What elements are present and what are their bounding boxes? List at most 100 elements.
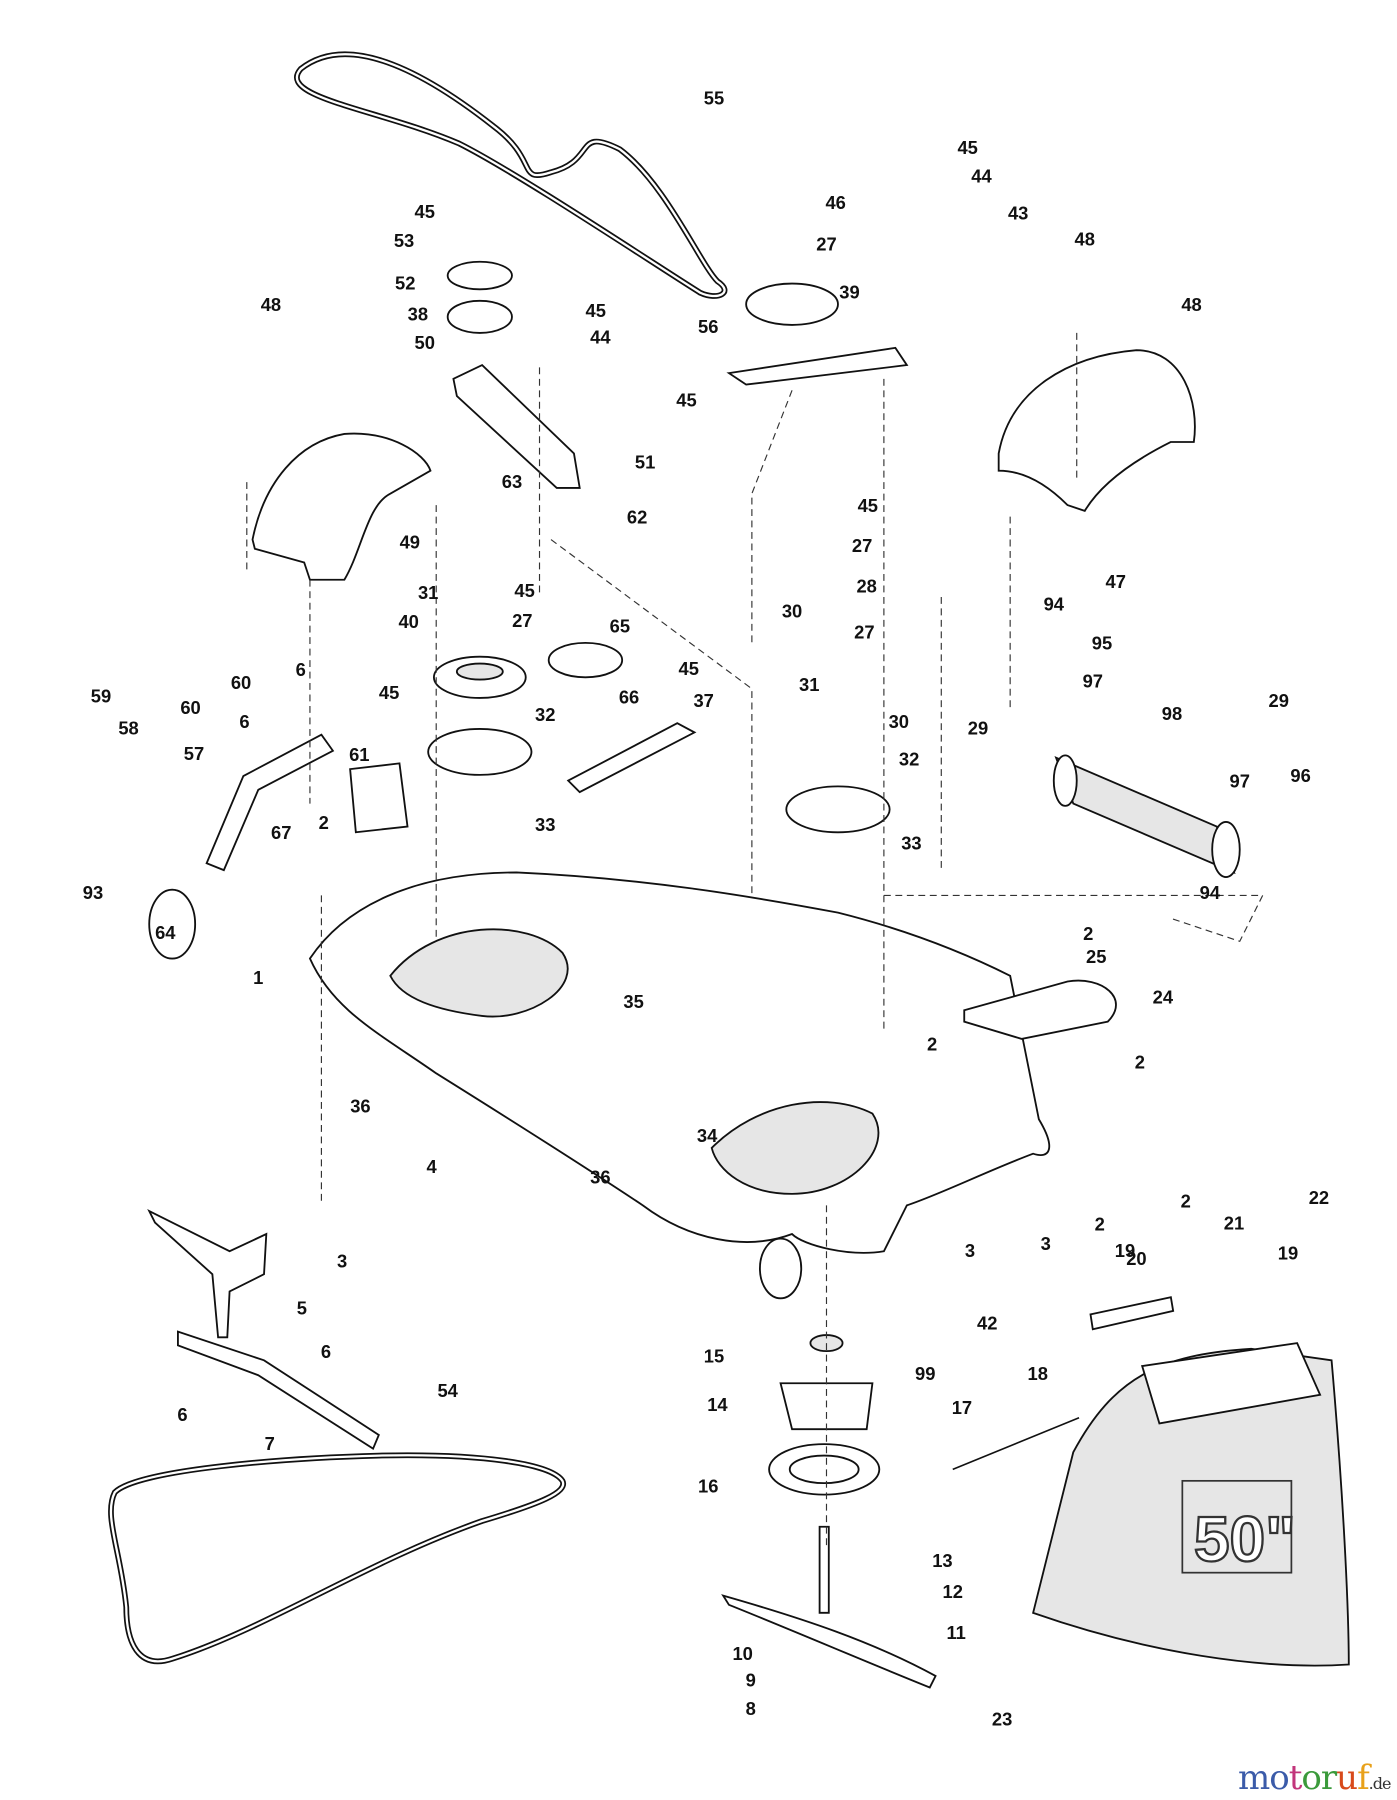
callout-35: 35 [623, 991, 643, 1012]
callout-37: 37 [693, 690, 713, 711]
mower-deck-1 [308, 871, 1051, 1254]
callout-93: 93 [83, 882, 103, 903]
idler-bracket-50 [452, 363, 581, 489]
assembly-guides [246, 332, 1264, 1550]
callout-1: 1 [253, 967, 263, 988]
callout-27: 27 [512, 610, 532, 631]
callout-22: 22 [1309, 1187, 1329, 1208]
callout-2: 2 [319, 812, 329, 833]
callout-4: 4 [427, 1156, 438, 1177]
callout-21: 21 [1224, 1212, 1244, 1233]
bracket-61 [349, 762, 409, 834]
callout-98: 98 [1162, 703, 1182, 724]
callout-39: 39 [839, 281, 859, 302]
callout-3: 3 [337, 1250, 347, 1271]
rod-17 [952, 1416, 1080, 1471]
callout-2: 2 [1181, 1191, 1191, 1212]
callout-17: 17 [952, 1397, 972, 1418]
callout-58: 58 [118, 718, 138, 739]
callout-52: 52 [395, 272, 415, 293]
callout-45: 45 [514, 580, 534, 601]
callout-45: 45 [415, 201, 435, 222]
callout-27: 27 [816, 233, 836, 254]
spindle-assembly [721, 1334, 937, 1689]
grass-chute-23: 50" [1032, 1342, 1350, 1667]
callout-65: 65 [610, 616, 630, 637]
arm-7 [177, 1330, 380, 1451]
callout-12: 12 [943, 1581, 963, 1602]
callout-25: 25 [1086, 946, 1106, 967]
callout-7: 7 [265, 1433, 275, 1454]
callout-19: 19 [1115, 1240, 1135, 1261]
callout-19: 19 [1278, 1242, 1298, 1263]
callout-33: 33 [535, 814, 555, 835]
idler-arm-43 [726, 346, 909, 386]
callout-32: 32 [899, 749, 919, 770]
idler-arm-37 [566, 722, 697, 794]
callout-62: 62 [627, 506, 647, 527]
callout-44: 44 [590, 326, 611, 347]
callout-50: 50 [415, 332, 435, 353]
motoruf-watermark-logo: motoruf.de [1238, 1758, 1392, 1798]
callout-55: 55 [704, 88, 724, 109]
callout-27: 27 [852, 535, 872, 556]
callout-57: 57 [184, 743, 204, 764]
callout-31: 31 [799, 674, 819, 695]
callout-2: 2 [1083, 923, 1093, 944]
bracket-5 [147, 1209, 268, 1339]
callout-45: 45 [858, 495, 878, 516]
callout-95: 95 [1092, 633, 1112, 654]
callout-13: 13 [932, 1550, 952, 1571]
callout-10: 10 [732, 1643, 752, 1664]
baffle-24 [963, 979, 1117, 1040]
callout-8: 8 [746, 1698, 756, 1719]
callout-59: 59 [91, 686, 111, 707]
belt-cover-left [251, 432, 432, 581]
callout-38: 38 [408, 303, 428, 324]
callout-49: 49 [400, 532, 420, 553]
callout-11: 11 [946, 1622, 965, 1643]
callout-44: 44 [971, 166, 992, 187]
callout-94: 94 [1200, 882, 1221, 903]
callout-40: 40 [398, 611, 418, 632]
callout-29: 29 [968, 718, 988, 739]
callout-97: 97 [1083, 671, 1103, 692]
callout-48: 48 [1075, 229, 1095, 250]
callout-45: 45 [679, 658, 699, 679]
callout-3: 3 [1041, 1233, 1051, 1254]
chute-size-label: 50" [1194, 1503, 1296, 1575]
deck-roller-98 [1052, 754, 1241, 878]
callout-66: 66 [619, 687, 639, 708]
callout-6: 6 [239, 711, 249, 732]
callout-6: 6 [321, 1341, 331, 1362]
callout-6: 6 [296, 659, 306, 680]
callout-2: 2 [1135, 1052, 1145, 1073]
callout-46: 46 [825, 192, 845, 213]
callout-36: 36 [350, 1095, 370, 1116]
spring-20 [1089, 1296, 1175, 1331]
callout-60: 60 [231, 672, 251, 693]
callout-45: 45 [676, 389, 696, 410]
callout-48: 48 [261, 294, 281, 315]
callout-48: 48 [1181, 294, 1201, 315]
callout-28: 28 [856, 575, 876, 596]
callout-45: 45 [586, 300, 606, 321]
gauge-wheel [758, 1237, 803, 1300]
callout-9: 9 [746, 1669, 756, 1690]
watermark-tld: .de [1368, 1774, 1392, 1793]
callout-5: 5 [297, 1297, 307, 1318]
callout-2: 2 [927, 1033, 937, 1054]
callout-51: 51 [635, 451, 655, 472]
callout-94: 94 [1044, 594, 1065, 615]
callout-30: 30 [889, 711, 909, 732]
callout-14: 14 [707, 1394, 728, 1415]
callout-64: 64 [155, 922, 176, 943]
callout-34: 34 [697, 1125, 718, 1146]
callout-42: 42 [977, 1312, 997, 1333]
callout-99: 99 [915, 1363, 935, 1384]
callout-45: 45 [957, 137, 977, 158]
callout-96: 96 [1290, 765, 1310, 786]
